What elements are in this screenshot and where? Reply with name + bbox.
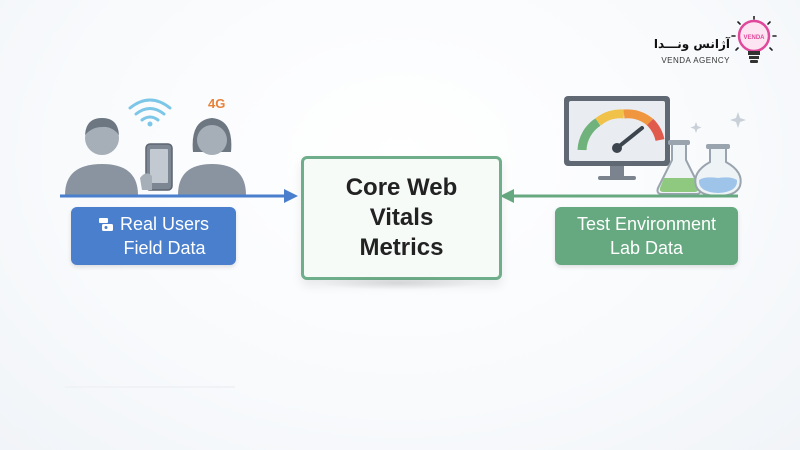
right-box-line2: Lab Data [609, 238, 684, 258]
real-users-field-data-box: Real Users Field Data [71, 207, 236, 265]
logo-persian-text: آژانس ونـــدا [653, 37, 730, 51]
wifi-icon [128, 98, 172, 122]
left-arrow [60, 189, 298, 203]
database-icon [98, 218, 113, 231]
center-box-line3: Metrics [359, 234, 444, 261]
logo-icon-text: VENDA [743, 35, 765, 41]
center-box-line2: Vitals [369, 204, 434, 231]
logo-english-text: VENDA AGENCY [661, 56, 730, 65]
left-box-line2: Field Data [123, 238, 206, 258]
center-box-shadow [320, 276, 480, 290]
network-label: 4G [208, 96, 225, 111]
real-users-illustration: 4G [65, 96, 246, 195]
sparkle-icon [690, 112, 746, 133]
left-box-line1: Real Users [119, 214, 210, 234]
smartphone-icon [140, 143, 173, 191]
person-icon [65, 118, 138, 195]
right-arrow [500, 189, 738, 203]
center-box-line1: Core Web [345, 174, 458, 201]
gauge-icon [577, 109, 665, 153]
flask-icon [656, 140, 702, 195]
venda-agency-logo: آژانس ونـــدا VENDA AGENCY VENDA [640, 10, 790, 70]
person-icon [178, 118, 246, 195]
lab-test-illustration [564, 96, 746, 197]
lightbulb-icon: VENDA [731, 16, 777, 63]
core-web-vitals-box: Core Web Vitals Metrics [301, 156, 502, 280]
test-environment-lab-data-box: Test Environment Lab Data [555, 207, 738, 265]
right-box-line1: Test Environment [576, 214, 717, 234]
divider [65, 386, 235, 388]
